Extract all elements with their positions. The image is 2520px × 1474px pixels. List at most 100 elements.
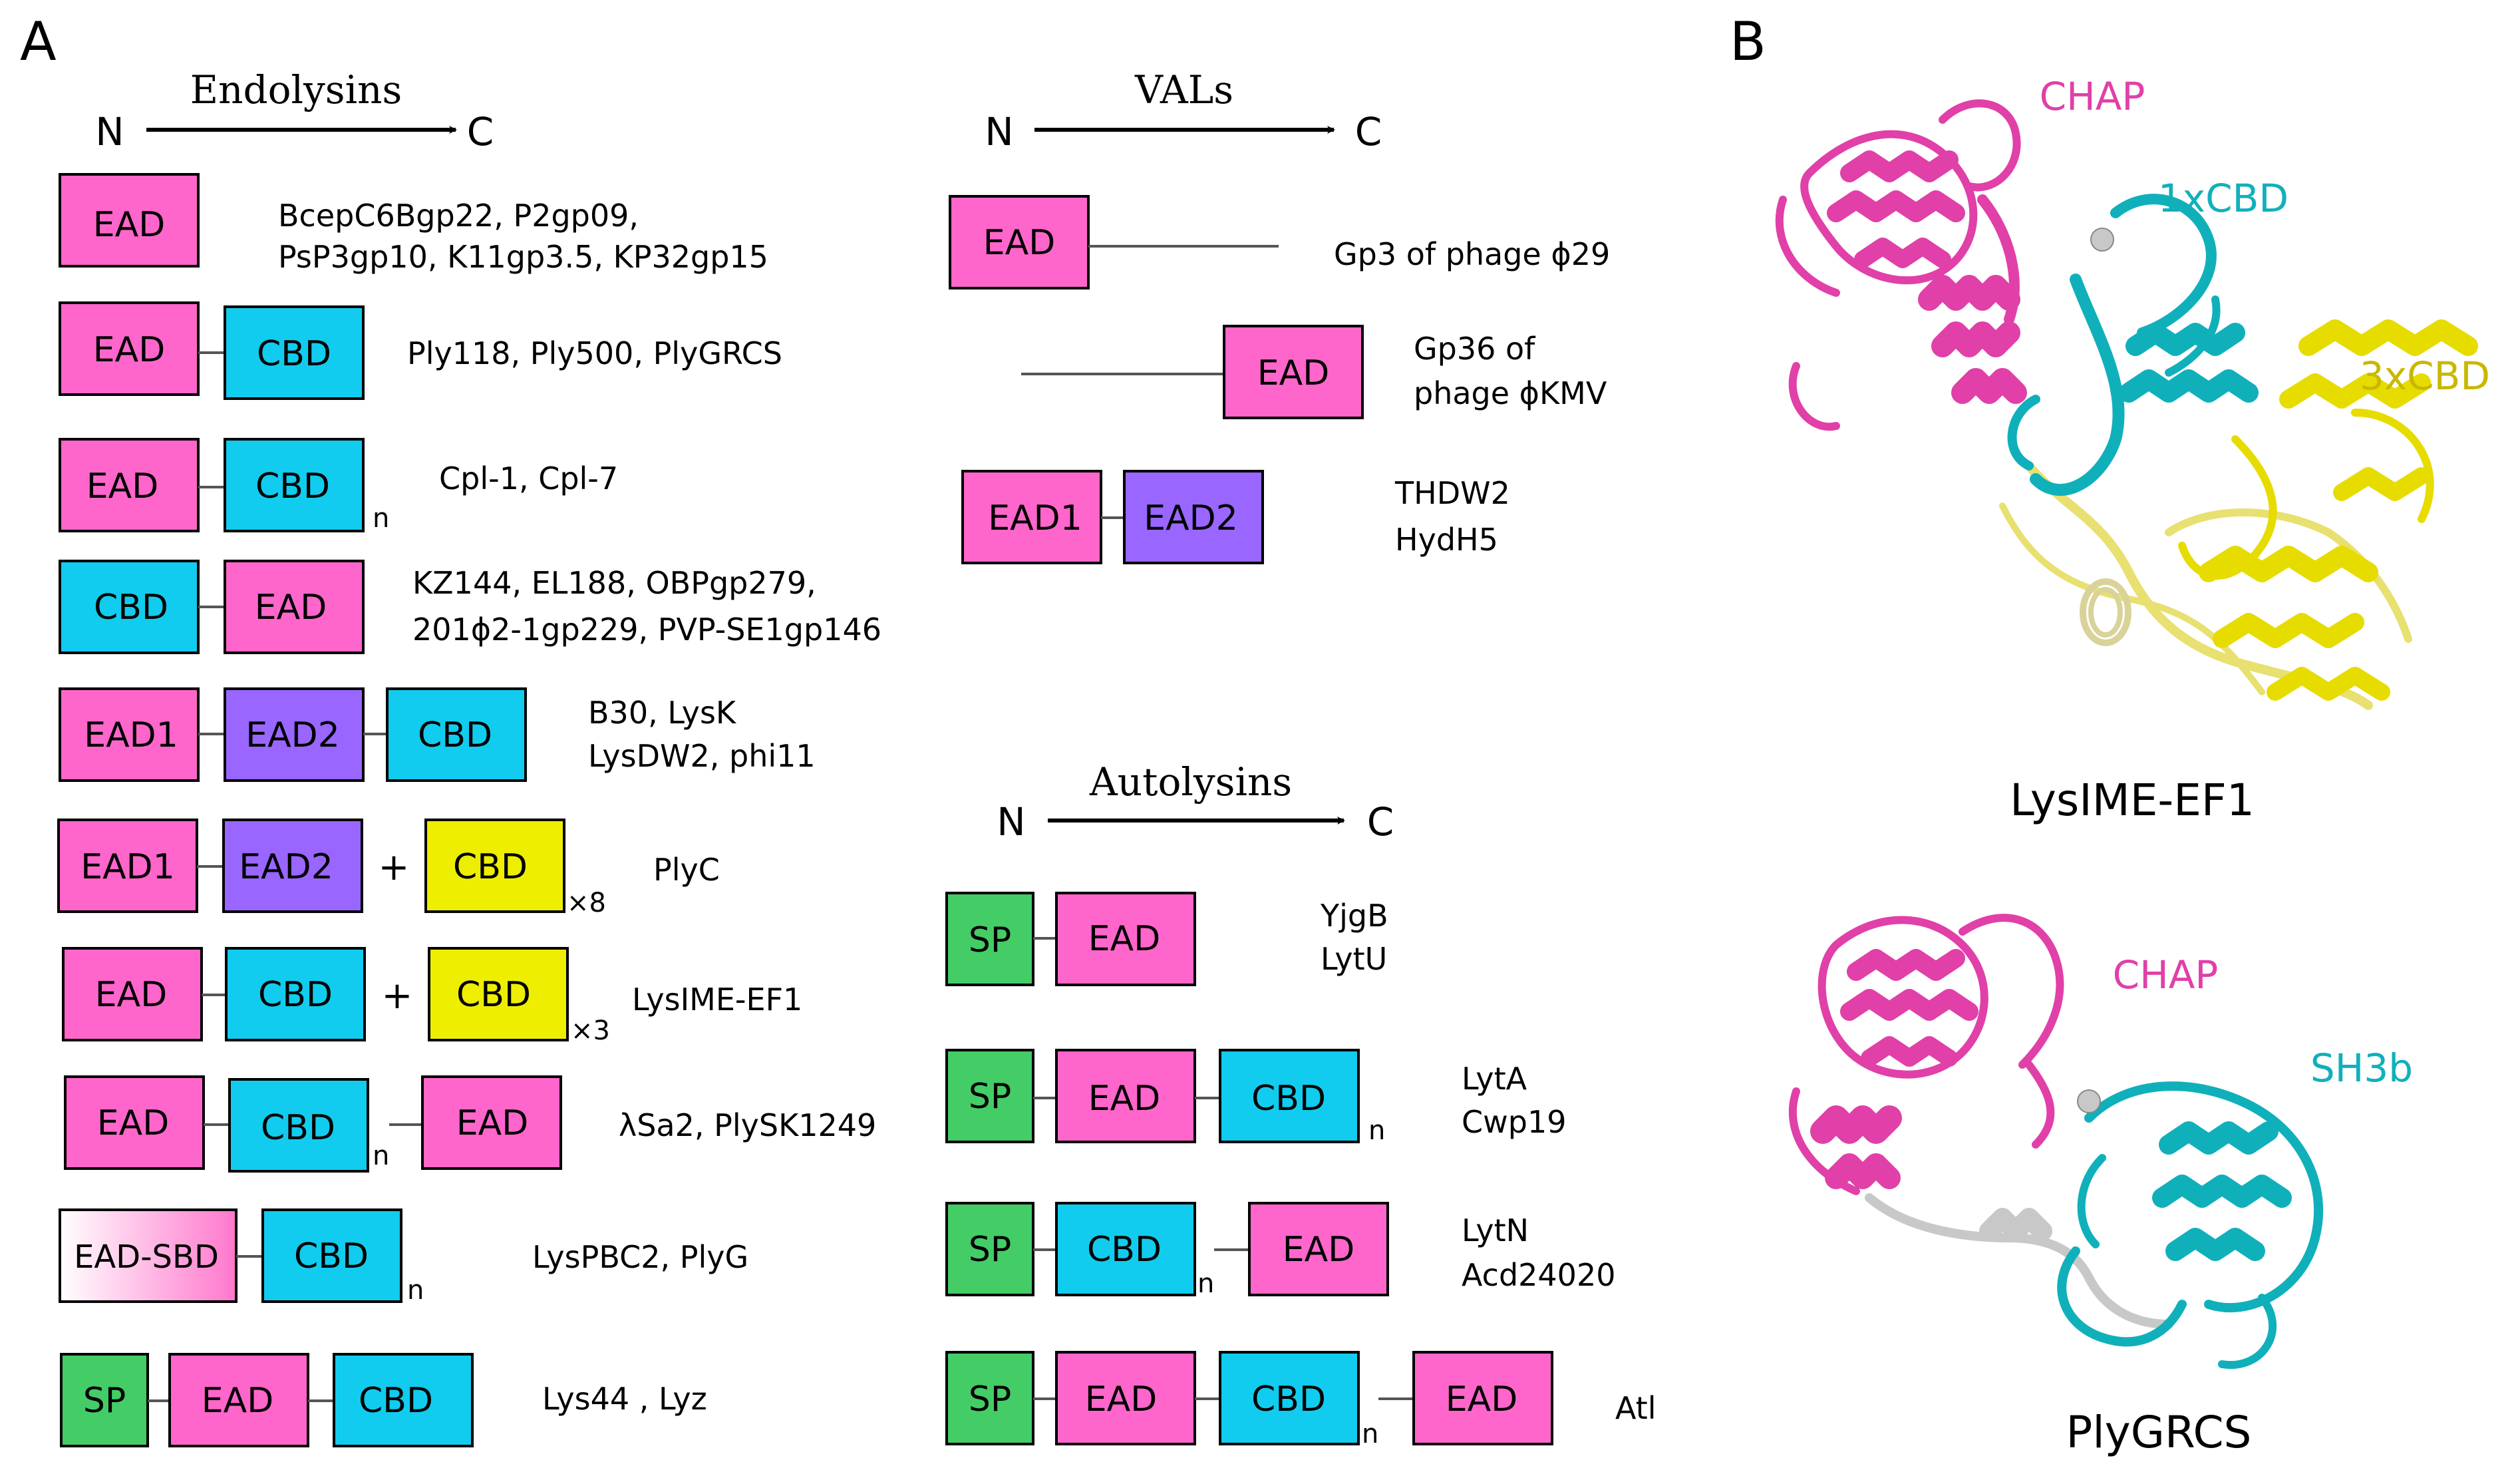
- domain-label: EAD2: [245, 715, 340, 755]
- domain-label: CBD: [257, 334, 331, 374]
- endolysins-title: Endolysins: [190, 67, 402, 112]
- endolysin-row: EAD CBD n Cpl-1, Cpl-7: [59, 438, 618, 534]
- vals-header: VALs N C: [985, 67, 1382, 154]
- protein-names: HydH5: [1395, 522, 1498, 558]
- sh3b-label: SH3b: [2310, 1045, 2413, 1091]
- cbd-domain-box: [224, 305, 365, 400]
- endolysin-row: EAD1 EAD2 + CBD ×8 PlyC: [57, 819, 720, 918]
- domain-label: CBD: [456, 975, 531, 1015]
- sp-domain-box: [60, 1353, 149, 1447]
- ead-domain-box: [224, 560, 365, 654]
- domain-label: EAD: [95, 975, 167, 1015]
- endolysin-row: EAD BcepC6Bgp22, P2gp09, PsP3gp10, K11gp…: [59, 173, 768, 275]
- endolysin-row: EAD-SBD CBD n LysPBC2, PlyG: [59, 1208, 748, 1306]
- domain-label: EAD: [1446, 1380, 1517, 1419]
- autolysins-n-label: N: [997, 799, 1025, 844]
- domain-label: EAD2: [1144, 498, 1238, 538]
- domain-label: EAD: [255, 588, 327, 628]
- cbd-3x-label: 3xCBD: [2360, 353, 2490, 399]
- domain-label: CBD: [255, 466, 330, 506]
- cbd-domain-box: [224, 438, 365, 532]
- domain-label: EAD: [93, 205, 165, 245]
- sp-domain-box: [945, 1351, 1034, 1445]
- protein-names: BcepC6Bgp22, P2gp09,: [278, 198, 639, 234]
- domain-label: EAD2: [239, 847, 333, 887]
- domain-label: EAD: [1085, 1380, 1157, 1419]
- cbd-yellow-domain-box: [428, 947, 569, 1041]
- vals-c-label: C: [1355, 109, 1382, 154]
- endolysin-row: EAD CBD + CBD ×3 LysIME-EF1: [62, 947, 802, 1046]
- autolysin-row: SP CBD n EAD LytN Acd24020: [945, 1202, 1615, 1299]
- repeat-subscript: n: [1362, 1419, 1378, 1449]
- domain-label: CBD: [418, 715, 492, 755]
- protein-names: LytA: [1462, 1061, 1527, 1097]
- ead2-domain-box: [224, 687, 365, 782]
- val-row: EAD Gp3 of phage ϕ29: [949, 195, 1610, 289]
- cbd-domain-box: [261, 1208, 402, 1303]
- cbd-domain-box: [225, 947, 366, 1041]
- cbd-domain-box: [386, 687, 527, 782]
- domain-label: SP: [969, 1077, 1011, 1117]
- structure-name-plygrcs: PlyGRCS: [2066, 1407, 2252, 1458]
- domain-label: SP: [969, 1380, 1011, 1419]
- val-row: EAD1 EAD2 THDW2 HydH5: [961, 470, 1510, 564]
- endolysin-row: EAD CBD n EAD λSa2, PlySK1249: [64, 1075, 876, 1173]
- cbd-1x-label: 1xCBD: [2158, 176, 2288, 221]
- protein-names: LytN: [1462, 1212, 1529, 1248]
- protein-names: phage ϕKMV: [1414, 375, 1607, 411]
- structure-lysime-ef1: [1775, 99, 2478, 710]
- domain-label: EAD: [202, 1381, 273, 1421]
- protein-names: Cpl-1, Cpl-7: [439, 461, 618, 496]
- protein-names: Ply118, Ply500, PlyGRCS: [407, 335, 782, 371]
- domain-label: SP: [83, 1381, 126, 1421]
- protein-names: Gp3 of phage ϕ29: [1334, 236, 1610, 272]
- domain-label: CBD: [294, 1236, 369, 1276]
- domain-label: CBD: [258, 975, 333, 1015]
- plus-sign: +: [382, 974, 413, 1017]
- cbd-domain-box: [1219, 1351, 1360, 1445]
- repeat-subscript: n: [1368, 1115, 1385, 1146]
- ead1-domain-box: [961, 470, 1102, 564]
- domain-label: EAD: [456, 1103, 528, 1143]
- vals-n-label: N: [985, 109, 1013, 154]
- endolysins-c-label: C: [467, 109, 494, 154]
- domain-label: CBD: [359, 1381, 433, 1421]
- endolysin-row: SP EAD CBD Lys44 , Lyz: [60, 1353, 707, 1447]
- domain-label: EAD: [983, 223, 1055, 263]
- domain-label: EAD: [93, 330, 165, 370]
- repeat-subscript: n: [1197, 1268, 1214, 1299]
- protein-names: KZ144, EL188, OBPgp279,: [412, 565, 816, 601]
- cbd-domain-box: [228, 1078, 369, 1173]
- domain-label: CBD: [261, 1108, 335, 1148]
- ead-domain-box: [1055, 892, 1196, 986]
- ead-domain-box: [1412, 1351, 1553, 1445]
- domain-label: EAD1: [80, 847, 175, 887]
- cbd-domain-box: [333, 1353, 474, 1447]
- repeat-subscript: n: [373, 1141, 389, 1171]
- ead-domain-box: [59, 301, 200, 396]
- autolysins-c-label: C: [1367, 799, 1394, 844]
- domain-label: CBD: [94, 588, 168, 628]
- domain-label: EAD: [1257, 353, 1329, 393]
- domain-label: SP: [969, 920, 1011, 960]
- protein-names: THDW2: [1394, 475, 1510, 511]
- endolysins-n-label: N: [95, 109, 124, 154]
- domain-label: EAD: [86, 466, 158, 506]
- ead-domain-box: [1055, 1049, 1196, 1143]
- domain-label: CBD: [453, 847, 528, 887]
- protein-names: PlyC: [653, 852, 720, 888]
- protein-names: Atl: [1615, 1390, 1656, 1426]
- structure-plygrcs: [1788, 914, 2324, 1370]
- vals-title: VALs: [1134, 67, 1233, 112]
- ead-domain-box: [1248, 1202, 1389, 1296]
- endolysin-row: EAD CBD Ply118, Ply500, PlyGRCS: [59, 301, 782, 400]
- endolysin-row: EAD1 EAD2 CBD B30, LysK LysDW2, phi11: [59, 687, 816, 782]
- protein-names: LysIME-EF1: [632, 982, 802, 1017]
- protein-names: LysPBC2, PlyG: [532, 1239, 748, 1275]
- cbd-domain-box: [1055, 1202, 1196, 1296]
- repeat-subscript: n: [373, 503, 389, 534]
- domain-label: EAD-SBD: [74, 1238, 219, 1276]
- autolysin-row: SP EAD YjgB LytU: [945, 892, 1388, 986]
- ead-sbd-domain-box: [59, 1208, 237, 1303]
- ead-domain-box: [1223, 325, 1364, 419]
